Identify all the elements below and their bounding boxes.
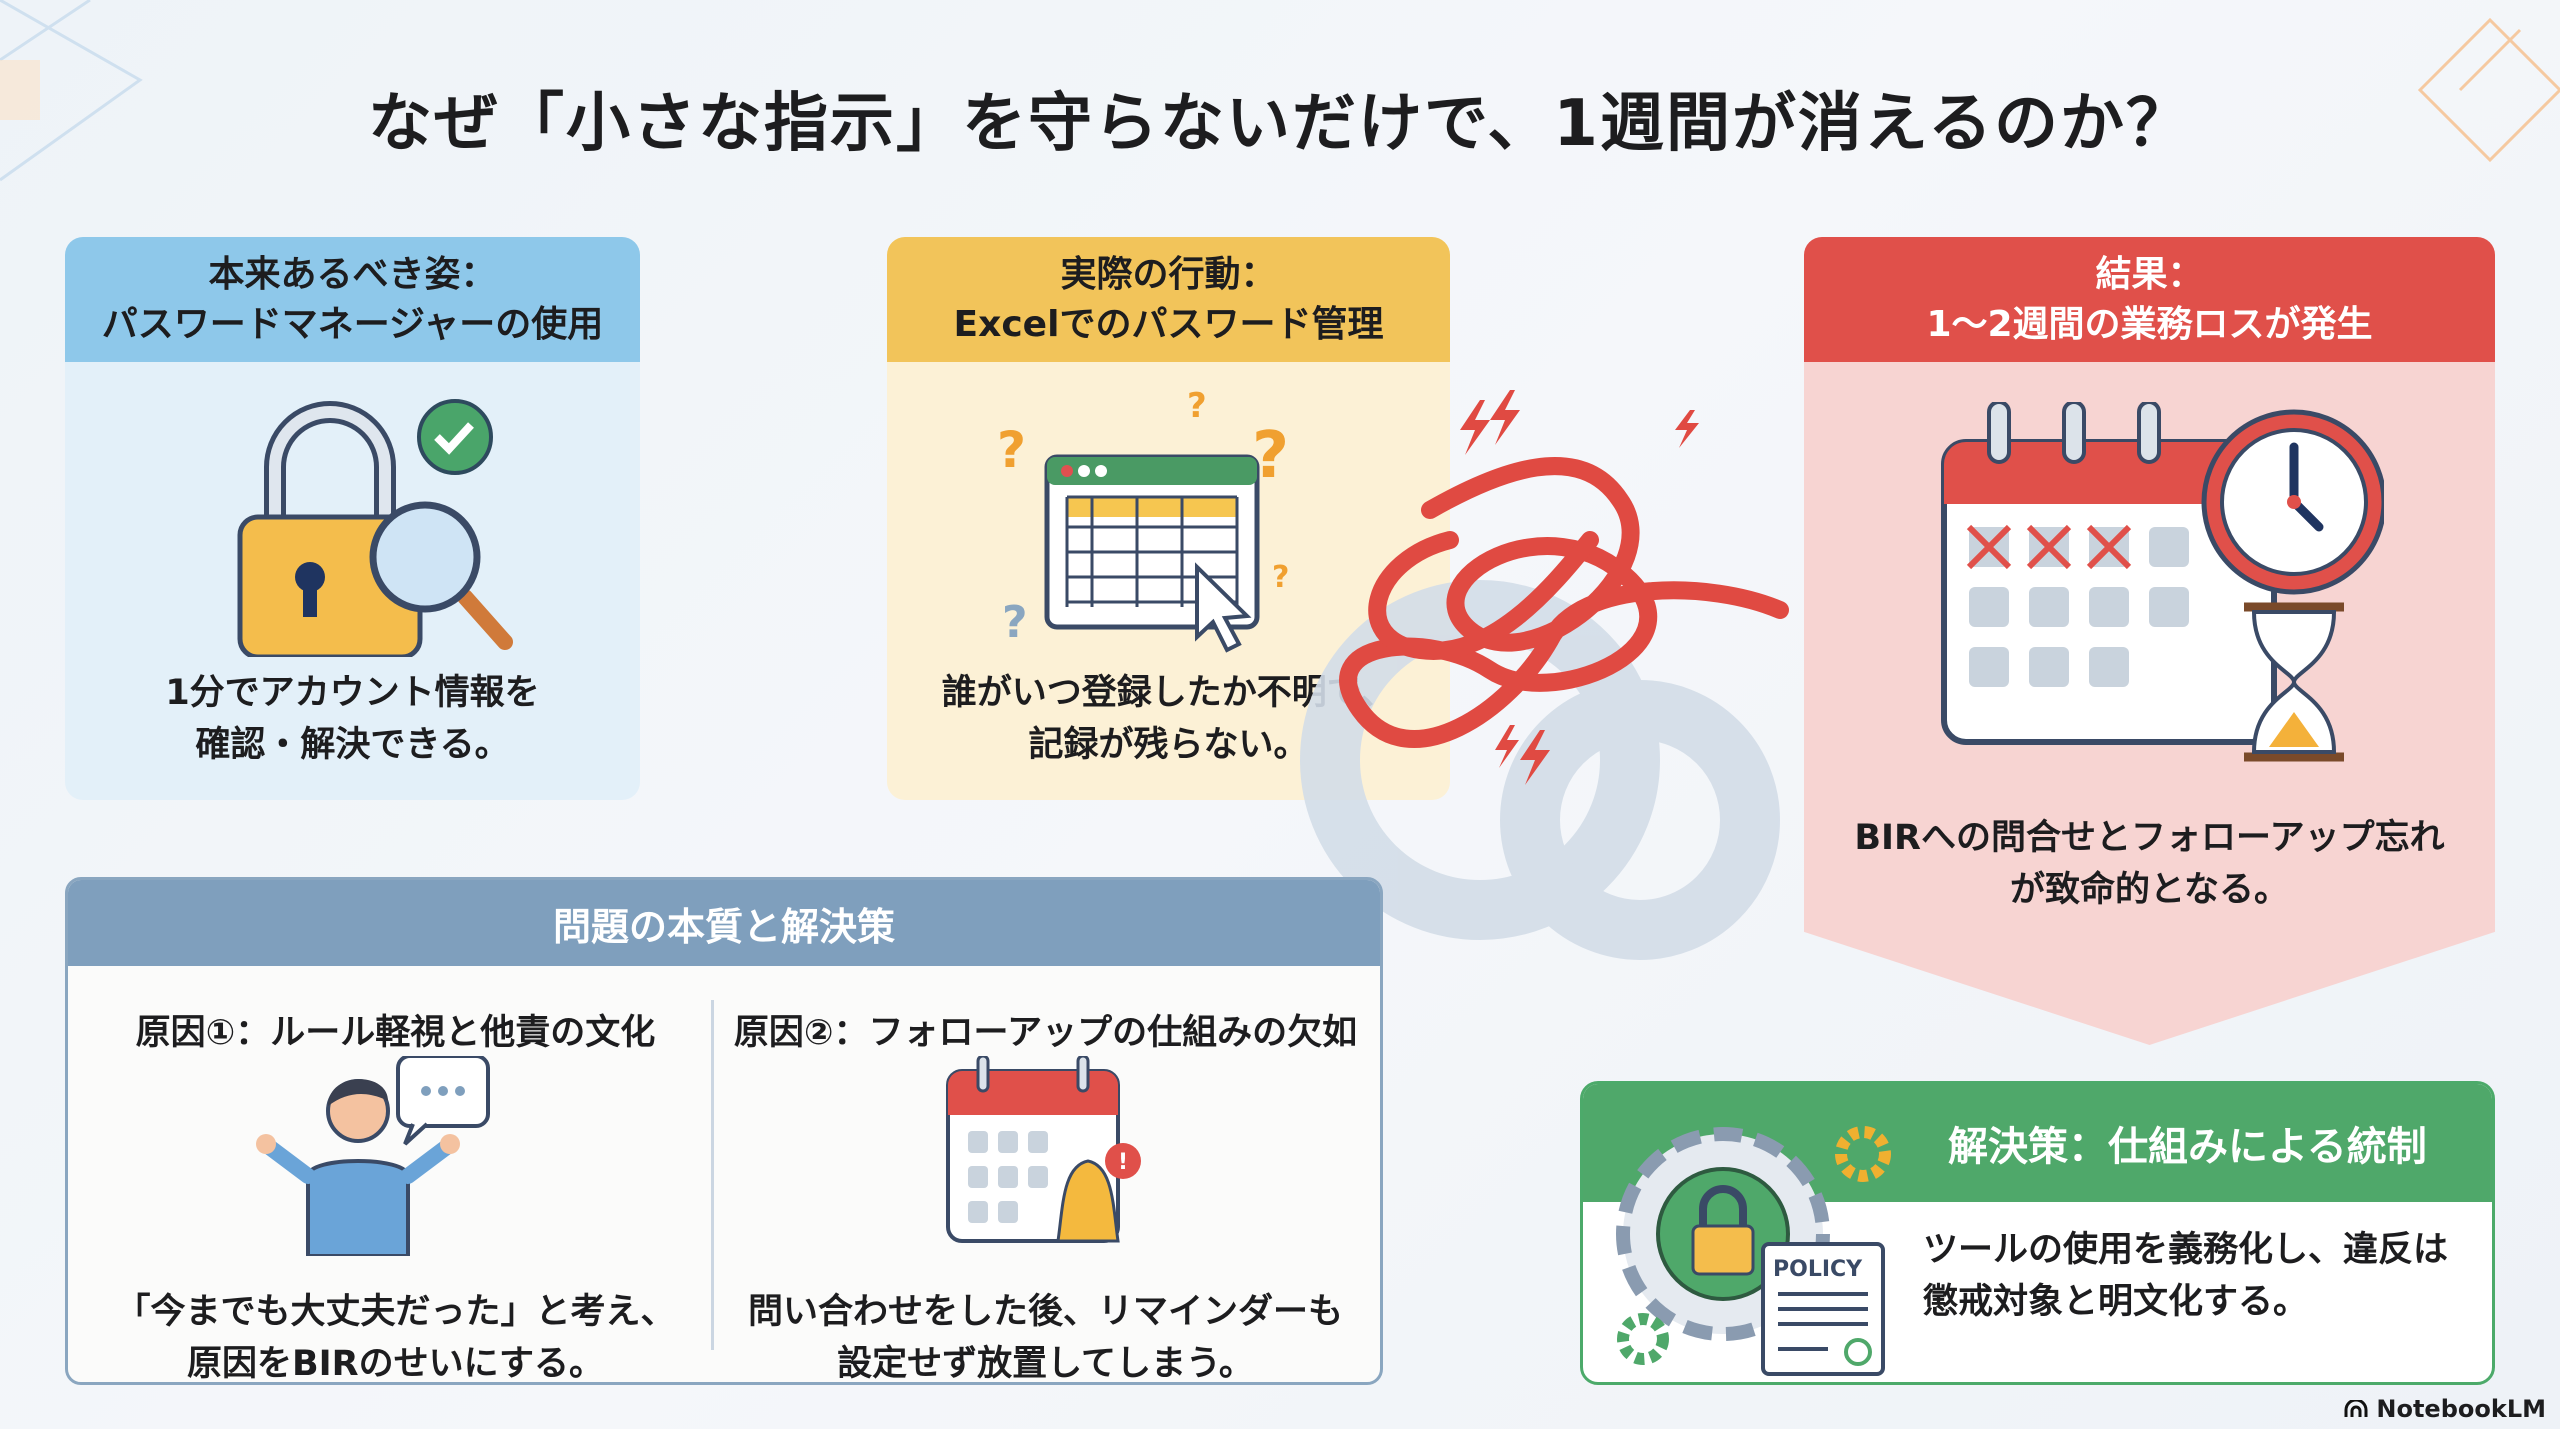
notebooklm-logo-icon [2344,1400,2368,1417]
calendar-clock-hourglass-icon [1941,402,2384,762]
ideal-body-2: 確認・解決できる。 [195,725,510,765]
svg-text:?: ? [1002,597,1028,648]
result-card: 結果： 1〜2週間の業務ロスが発生 BIRへの問合せとフォローアップ忘れが致命的と… [1804,237,2495,1045]
actual-card: 実際の行動：Excelでのパスワード管理 ????? 誰がいつ登録したか不明で、… [887,237,1450,800]
tangled-knot-broken-gears-illustration [1300,390,1789,960]
result-body-2: が致命的となる。 [2010,870,2289,910]
decor-corner-right [2417,17,2560,163]
branding-label: NotebookLM [2376,1395,2546,1423]
result-heading-2: 1〜2週間の業務ロスが発生 [1926,303,2373,345]
solution-body-2: 懲戒対象と明文化する。 [1923,1282,2309,1322]
svg-text:?: ? [1187,387,1207,426]
problem-solution-panel: 問題の本質と解決策 原因①：ルール軽視と他責の文化 「今までも大丈夫だった」と考… [65,877,1383,1385]
solution-card: 解決策：仕組みによる統制 POLICY ツールの使用を義務化し、違反は懲戒対象と… [1580,1081,2495,1385]
svg-text:!: ! [1118,1150,1128,1175]
actual-heading-1: 実際の行動： [1060,253,1277,295]
gear-lock-policy-icon: POLICY [1616,1126,1891,1376]
actual-body-2: 記録が残らない。 [1028,725,1309,765]
column-divider [711,1000,714,1350]
actual-heading-2: Excelでのパスワード管理 [953,303,1384,345]
ideal-card: 本来あるべき姿： パスワードマネージャーの使用 1分でアカウント情報を確認・解決で… [65,237,640,800]
result-body-1: BIRへの問合せとフォローアップ忘れ [1854,818,2445,858]
cause-1-body-1: 「今までも大丈夫だった」と考え、 [115,1292,676,1332]
padlock-magnifier-icon [237,399,513,657]
svg-text:?: ? [1272,560,1289,595]
result-heading-1: 結果： [2095,253,2204,295]
cause-1-heading: 原因①：ルール軽視と他責の文化 [135,1013,656,1053]
svg-text:?: ? [997,421,1026,479]
cause-1: 原因①：ルール軽視と他責の文化 「今までも大丈夫だった」と考え、原因をBIRのせ… [68,966,723,1382]
solution-body-1: ツールの使用を義務化し、違反は [1923,1230,2449,1270]
ideal-body-1: 1分でアカウント情報を [165,673,540,713]
cause-1-body-2: 原因をBIRのせいにする。 [186,1344,604,1384]
spreadsheet-confusion-icon: ????? [997,387,1289,653]
ideal-heading-2: パスワードマネージャーの使用 [101,303,604,345]
shrugging-person-icon [256,1056,490,1256]
calendar-bell-alert-icon: ! [946,1056,1141,1243]
page-title: なぜ「小さな指示」を守らないだけで、1週間が消えるのか？ [367,87,2193,161]
ideal-heading-1: 本来あるべき姿： [208,253,497,295]
cause-2: 原因②：フォローアップの仕組みの欠如 ! 問い合わせをした後、リマインダーも設定… [718,966,1373,1382]
cause-2-body-2: 設定せず放置してしまう。 [837,1344,1254,1384]
decor-corner-left [0,0,143,182]
panel-title: 問題の本質と解決策 [68,880,1380,966]
cause-2-body-1: 問い合わせをした後、リマインダーも [747,1292,1343,1332]
notebooklm-branding: NotebookLM [2344,1395,2546,1423]
solution-heading: 解決策：仕組みによる統制 [1583,1084,2492,1202]
cause-2-heading: 原因②：フォローアップの仕組みの欠如 [733,1013,1358,1053]
policy-label: POLICY [1773,1257,1863,1282]
